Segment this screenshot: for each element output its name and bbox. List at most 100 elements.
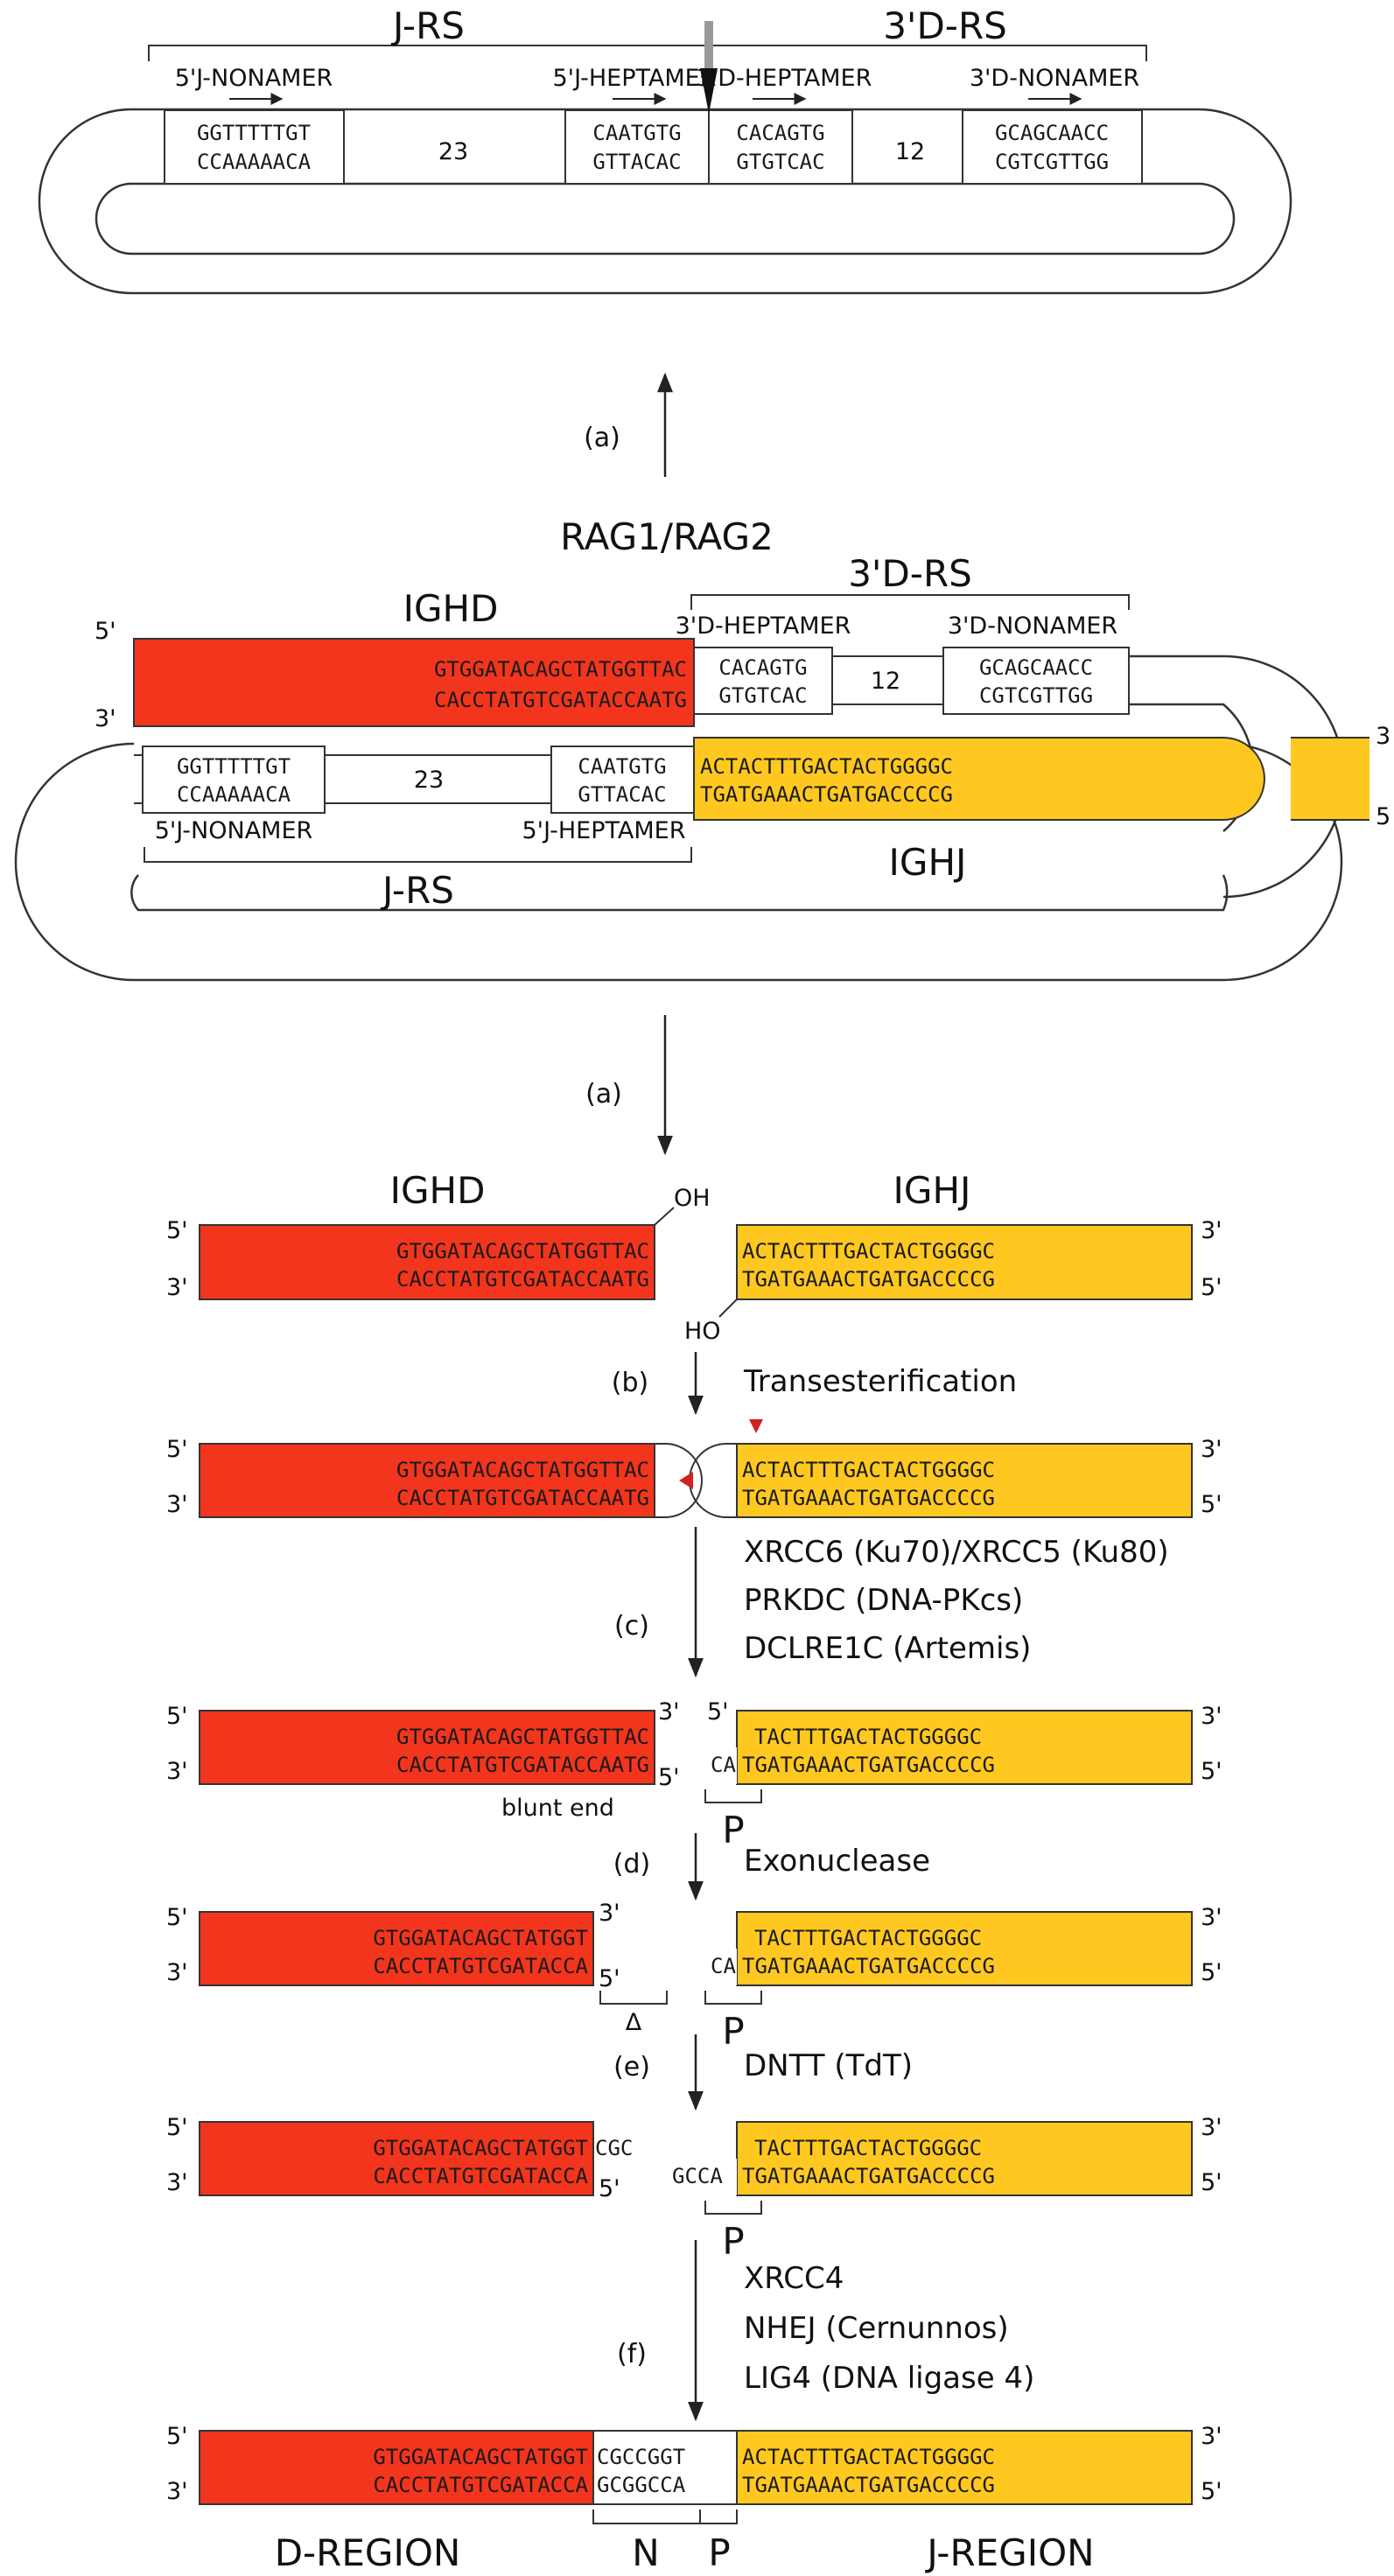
d-nonamer-label: 3'D-NONAMER xyxy=(970,65,1139,92)
ighj-bot-seq: TGATGAAACTGATGACCCCG xyxy=(700,782,953,807)
p7-n-bot: GCCA xyxy=(672,2164,723,2188)
ighd-bot-seq: CACCTATGTCGATACCAATG xyxy=(434,688,687,712)
p2-d-heptamer-label: 3'D-HEPTAMER xyxy=(676,612,851,640)
p2-j-rs-label: J-RS xyxy=(380,869,454,912)
panel-cleaved-ends: IGHD IGHJ GTGGATACAGCTATGGTTAC CACCTATGT… xyxy=(166,1169,1222,1345)
p6-p-nucleotides: CA xyxy=(711,1954,736,1978)
p3-oh: OH xyxy=(674,1185,711,1212)
ighj-label: IGHJ xyxy=(889,841,967,884)
panel-paired-complex: GTGGATACAGCTATGGTTAC CACCTATGTCGATACCAAT… xyxy=(14,552,1390,982)
p3-ighd-label: IGHD xyxy=(390,1169,486,1212)
step-d-label: (d) xyxy=(613,1849,650,1880)
p2-spacer-23: 23 xyxy=(414,766,444,794)
p5-p-nucleotides: CA xyxy=(711,1753,736,1777)
p6-3prime-mid: 3' xyxy=(599,1900,620,1927)
p7-ighd-top: GTGGATACAGCTATGGT xyxy=(373,2136,588,2160)
step-c-enzyme-1: XRCC6 (Ku70)/XRCC5 (Ku80) xyxy=(744,1535,1169,1570)
loop-inner-strand xyxy=(130,874,1229,912)
p6-delta: Δ xyxy=(626,2009,642,2036)
p8-n-top: CGCCGGT xyxy=(597,2445,685,2469)
p7-ighj-block xyxy=(736,2121,1193,2196)
p4-cut-marker-top-icon xyxy=(749,1419,763,1433)
p6-5prime-right: 5' xyxy=(1201,1959,1222,1986)
p7-p-bracket xyxy=(704,2201,762,2215)
p2-j-heptamer-top: CAATGTG xyxy=(578,754,666,779)
p8-n-bot: GCGGCCA xyxy=(597,2473,686,2497)
p4-ighj-block xyxy=(736,1443,1193,1518)
p2-j-nonamer-top: GGTTTTTGT xyxy=(177,754,291,779)
p2-spacer-12: 12 xyxy=(871,668,900,695)
p3-5prime-left: 5' xyxy=(166,1217,188,1244)
ighj-3prime: 3 xyxy=(1376,723,1390,750)
p3-ighd-block xyxy=(199,1224,655,1300)
p8-j-region-block xyxy=(736,2430,1193,2505)
j-rs-bracket xyxy=(148,45,710,61)
step-e-label: (e) xyxy=(613,2052,650,2082)
j-heptamer-label: 5'J-HEPTAMER xyxy=(553,65,717,92)
p6-p-label: P xyxy=(722,2010,744,2053)
step-b-label: (b) xyxy=(612,1368,648,1398)
p4-ighd-block xyxy=(199,1443,655,1518)
p5-5prime-left: 5' xyxy=(166,1703,188,1730)
p4-3prime-right: 3' xyxy=(1201,1436,1222,1463)
p3-ighd-bot: CACCTATGTCGATACCAATG xyxy=(396,1267,649,1292)
p8-j-bot: TGATGAAACTGATGACCCCG xyxy=(742,2473,995,2497)
step-b-enzyme: Transesterification xyxy=(743,1364,1017,1399)
p3-3prime-right: 3' xyxy=(1201,1217,1222,1244)
p6-3prime-left: 3' xyxy=(166,1959,188,1986)
p8-5prime-left: 5' xyxy=(166,2423,188,2450)
p8-j-top: ACTACTTTGACTACTGGGGC xyxy=(742,2445,995,2469)
j-nonamer-box xyxy=(164,109,345,185)
p2-j-heptamer-bot: GTTACAC xyxy=(578,782,666,807)
p2-j-rs-bracket xyxy=(144,847,692,863)
p5-p-bracket xyxy=(704,1789,762,1803)
p7-5prime-mid: 5' xyxy=(599,2175,620,2202)
ighj-block xyxy=(693,737,1265,821)
p5-ighd-top: GTGGATACAGCTATGGTTAC xyxy=(396,1725,649,1749)
p2-j-nonamer-label: 5'J-NONAMER xyxy=(155,817,313,844)
p6-ighd-top: GTGGATACAGCTATGGT xyxy=(373,1926,588,1950)
panel-coding-joint: GTGGATACAGCTATGGT CACCTATGTCGATACCA CGCC… xyxy=(166,2423,1222,2574)
p6-ighj-top: TACTTTGACTACTGGGGC xyxy=(754,1926,982,1950)
p2-j-nonamer-box xyxy=(142,746,326,814)
p8-d-region-label: D-REGION xyxy=(275,2531,461,2574)
p5-ighj-block xyxy=(736,1710,1193,1785)
circle-inner-strand xyxy=(95,182,1236,256)
p8-p-bracket xyxy=(700,2510,738,2524)
p5-ighj-bot: TGATGAAACTGATGACCCCG xyxy=(742,1753,995,1777)
p3-ighj-bot: TGATGAAACTGATGACCCCG xyxy=(742,1267,995,1292)
j-nonamer-top-seq: GGTTTTTGT xyxy=(197,121,311,145)
panel-signal-circle: GGTTTTTGT CCAAAAACA 23 CAATGTG GTTACAC C… xyxy=(38,4,1292,295)
p4-ighj-top: ACTACTTTGACTACTGGGGC xyxy=(742,1458,995,1482)
p2-j-heptamer-box xyxy=(550,746,695,814)
p5-3prime-mid: 3' xyxy=(658,1698,680,1726)
step-f-enzyme-1: XRCC4 xyxy=(744,2261,844,2296)
p7-3prime-left: 3' xyxy=(166,2169,188,2196)
j-rs-label: J-RS xyxy=(390,4,465,47)
d-rs-label: 3'D-RS xyxy=(883,4,1007,47)
j-heptamer-top-seq: CAATGTG xyxy=(592,121,681,145)
p2-d-nonamer-bot: CGTCGTTGG xyxy=(979,683,1093,708)
ighd-top-seq: GTGGATACAGCTATGGTTAC xyxy=(434,657,687,682)
p5-3prime-left: 3' xyxy=(166,1758,188,1785)
p3-5prime-right: 5' xyxy=(1201,1274,1222,1301)
j-heptamer-bot-seq: GTTACAC xyxy=(592,150,681,174)
p2-d-heptamer-top: CACAGTG xyxy=(718,655,807,680)
p5-blunt-end: blunt end xyxy=(501,1795,614,1822)
p2-d-heptamer-box xyxy=(693,647,833,715)
d-nonamer-bot-seq: CGTCGTTGG xyxy=(995,150,1109,174)
p2-j-heptamer-label: 5'J-HEPTAMER xyxy=(522,817,686,844)
step-c-label: (c) xyxy=(614,1611,649,1642)
p5-5prime-mid: 5' xyxy=(658,1764,680,1791)
p4-ighd-top: GTGGATACAGCTATGGTTAC xyxy=(396,1458,649,1482)
p6-p-bracket xyxy=(704,1991,762,2005)
step-f-enzyme-2: NHEJ (Cernunnos) xyxy=(744,2311,1009,2346)
p7-3prime-right: 3' xyxy=(1201,2114,1222,2141)
p8-j-region-label: J-REGION xyxy=(924,2531,1094,2574)
panel-tdt-addition: GTGGATACAGCTATGGT CACCTATGTCGATACCA CGC … xyxy=(166,2114,1222,2263)
step-a1-label: (a) xyxy=(584,423,620,453)
p5-ighd-block xyxy=(199,1710,655,1785)
ighj-tail xyxy=(1291,738,1369,820)
d-heptamer-top-seq: CACAGTG xyxy=(736,121,824,145)
